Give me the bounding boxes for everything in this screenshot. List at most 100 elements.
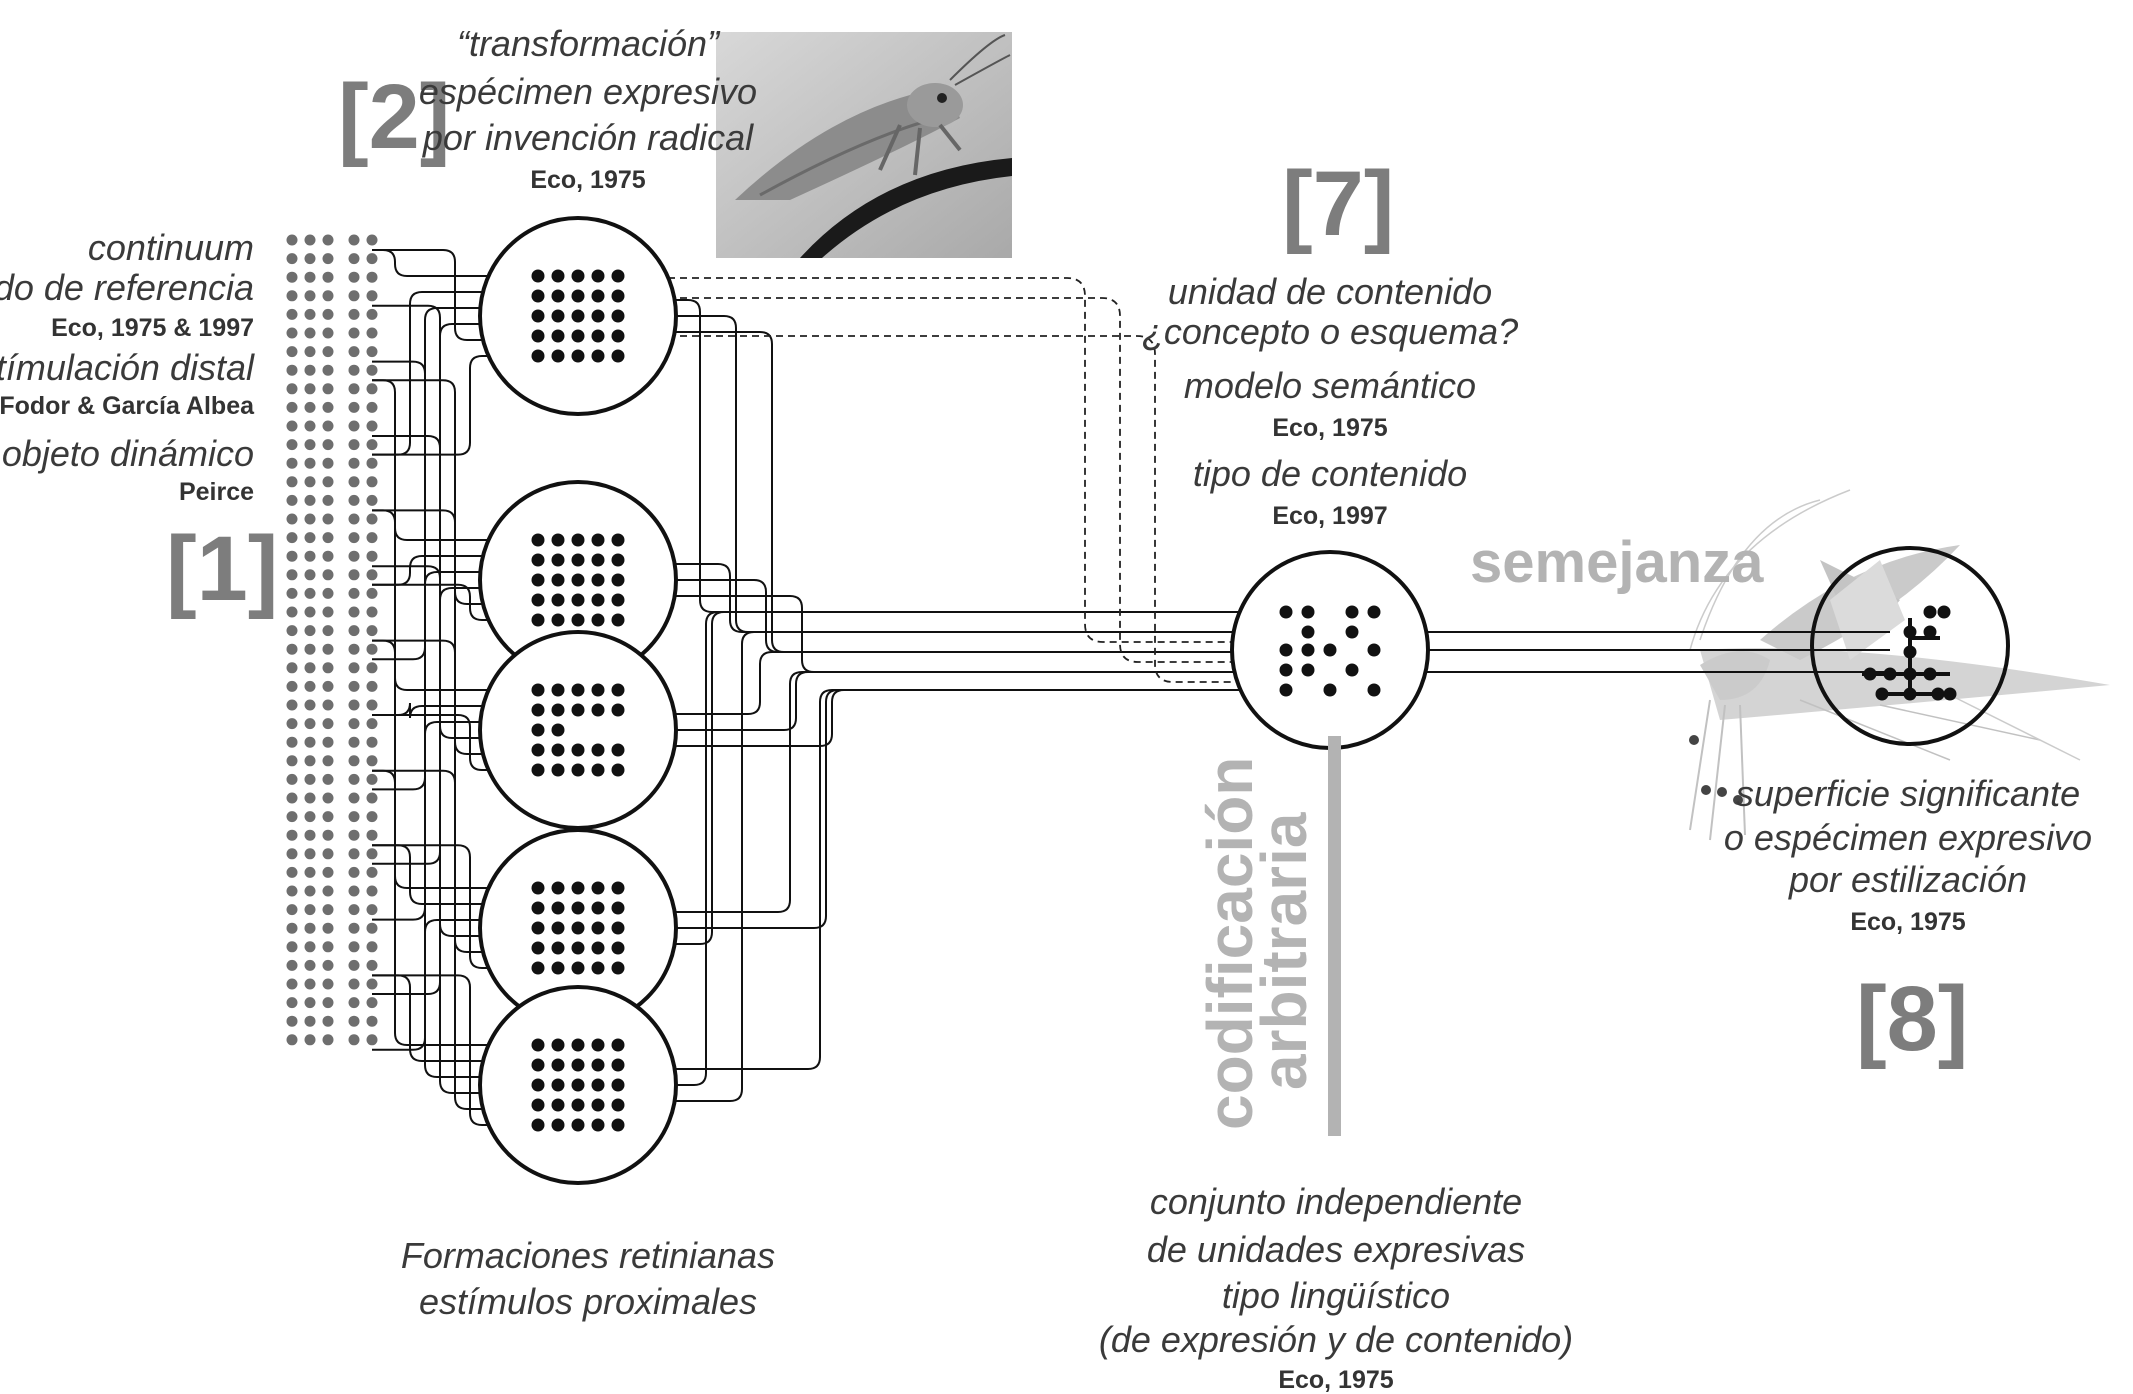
arbitrary-coding-label-2: arbitraria xyxy=(1248,812,1320,1090)
formation-dot xyxy=(591,329,605,343)
formation-dot xyxy=(571,941,585,955)
grid-dot xyxy=(322,308,334,320)
grid-dot xyxy=(322,773,334,785)
formation-dot xyxy=(611,349,625,363)
connection-wire xyxy=(618,651,1290,715)
grid-dot xyxy=(322,494,334,506)
grid-dot xyxy=(348,885,360,897)
connection-wire xyxy=(372,379,538,605)
label-number-8: [8] xyxy=(1856,968,1968,1070)
formation-dot xyxy=(531,703,545,717)
connection-wire xyxy=(618,611,1290,945)
left-reference-1: Eco, 1975 & 1997 xyxy=(51,314,254,342)
grid-dot xyxy=(348,253,360,265)
formation-dot xyxy=(571,881,585,895)
formation-dot xyxy=(551,269,565,283)
grid-dot xyxy=(286,587,298,599)
expressive-surface-dot xyxy=(1903,645,1917,659)
grid-dot xyxy=(366,959,378,971)
grid-dot xyxy=(366,476,378,488)
formation-dot xyxy=(611,1098,625,1112)
formation-dot xyxy=(591,901,605,915)
connection-wire xyxy=(372,509,538,755)
grid-dot xyxy=(366,997,378,1009)
content-unit-dot xyxy=(1323,643,1337,657)
formation-dot xyxy=(611,309,625,323)
grid-dot xyxy=(366,829,378,841)
formation-dot xyxy=(531,613,545,627)
formation-dot xyxy=(611,1038,625,1052)
grid-dot xyxy=(348,773,360,785)
formation-dot xyxy=(611,289,625,303)
content-unit-dot xyxy=(1345,625,1359,639)
grid-dot xyxy=(366,1015,378,1027)
grid-dot xyxy=(286,811,298,823)
grid-dot xyxy=(366,978,378,990)
formation-dot xyxy=(571,269,585,283)
grid-dot xyxy=(304,718,316,730)
formation-dot xyxy=(551,573,565,587)
grid-dot xyxy=(304,290,316,302)
grid-dot xyxy=(286,978,298,990)
grid-dot xyxy=(286,885,298,897)
grid-dot xyxy=(348,513,360,525)
grid-dot xyxy=(304,792,316,804)
formation-dot xyxy=(571,553,585,567)
grid-dot xyxy=(348,680,360,692)
grid-dot xyxy=(366,718,378,730)
grid-dot xyxy=(348,866,360,878)
grid-dot xyxy=(286,662,298,674)
grid-dot xyxy=(322,606,334,618)
grid-dot xyxy=(348,811,360,823)
grid-dot xyxy=(322,401,334,413)
grid-dot xyxy=(322,922,334,934)
formation-dot xyxy=(611,683,625,697)
expressive-surface-dot xyxy=(1863,667,1877,681)
mid-reference-1: Eco, 1975 xyxy=(1272,414,1387,442)
right-caption-2: o espécimen expresivo xyxy=(1724,817,2092,858)
retinal-formation-circle xyxy=(478,216,678,416)
formation-dot xyxy=(531,683,545,697)
content-unit-dot xyxy=(1367,605,1381,619)
formation-dot xyxy=(571,763,585,777)
formation-dot xyxy=(571,329,585,343)
formation-dot xyxy=(591,289,605,303)
formation-dot xyxy=(531,329,545,343)
grid-dot xyxy=(366,383,378,395)
expressive-surface-dot xyxy=(1903,625,1917,639)
grid-dot xyxy=(348,308,360,320)
grid-dot xyxy=(304,625,316,637)
grid-dot xyxy=(286,680,298,692)
grid-dot xyxy=(348,662,360,674)
grid-dot xyxy=(304,476,316,488)
expressive-surface-dot xyxy=(1903,687,1917,701)
formation-dot xyxy=(611,961,625,975)
expressive-surface-dot xyxy=(1883,667,1897,681)
resemblance-label: semejanza xyxy=(1470,530,1764,595)
left-caption-4: objeto dinámico xyxy=(2,433,254,474)
grid-dot xyxy=(348,420,360,432)
formation-dot xyxy=(551,961,565,975)
grid-dot xyxy=(366,643,378,655)
connection-wire xyxy=(618,315,1290,633)
grid-dot xyxy=(286,290,298,302)
grid-dot xyxy=(286,755,298,767)
left-caption-1: continuum xyxy=(88,227,254,268)
grid-dot xyxy=(286,736,298,748)
grid-dot xyxy=(286,457,298,469)
content-unit-dot xyxy=(1345,605,1359,619)
dashed-wire xyxy=(620,277,1270,643)
grid-dot xyxy=(322,829,334,841)
grid-dot xyxy=(348,941,360,953)
formation-dot xyxy=(591,309,605,323)
grid-dot xyxy=(286,997,298,1009)
arbitrary-coding-label-1: codificación xyxy=(1194,757,1266,1130)
formation-dot xyxy=(551,613,565,627)
retinal-formation-circle xyxy=(478,630,678,830)
grid-dot xyxy=(286,625,298,637)
formation-dot xyxy=(551,881,565,895)
grid-dot xyxy=(348,439,360,451)
grid-dot xyxy=(322,234,334,246)
content-unit-dot xyxy=(1301,605,1315,619)
expressive-surface-ring xyxy=(1810,546,2010,746)
